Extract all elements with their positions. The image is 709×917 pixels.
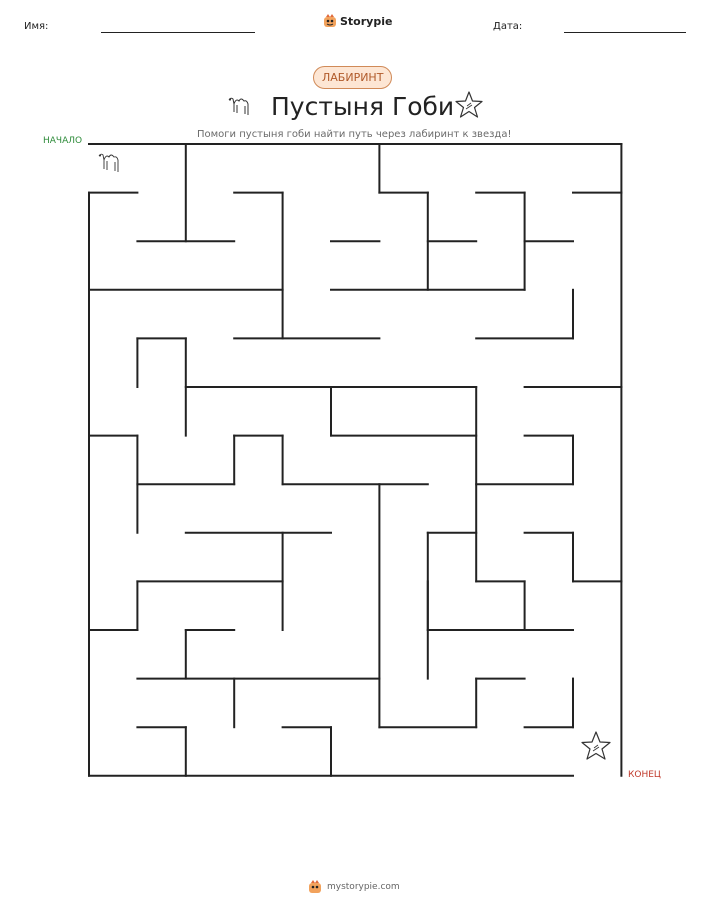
footer-site: mystorypie.com (327, 882, 400, 892)
footer: mystorypie.com (308, 880, 400, 894)
camel-icon (228, 97, 249, 115)
worksheet-type-badge: ЛАБИРИНТ (313, 66, 393, 89)
brand: Storypie (323, 14, 392, 28)
page-title: Пустыня Гоби (271, 92, 455, 121)
date-label: Дата: (493, 21, 523, 32)
maze-walls (88, 143, 623, 777)
star-icon (455, 91, 483, 118)
brand-name: Storypie (340, 14, 393, 28)
date-field[interactable] (564, 32, 686, 33)
name-field[interactable] (101, 32, 255, 33)
start-camel-icon (98, 153, 119, 172)
name-label: Имя: (24, 21, 49, 32)
end-label: КОНЕЦ (628, 770, 661, 780)
goal-star-icon (581, 731, 611, 760)
footer-logo-icon (309, 880, 321, 893)
storypie-logo-icon (324, 14, 336, 27)
start-label: НАЧАЛО (43, 136, 83, 146)
instructions: Помоги пустыня гоби найти путь через лаб… (197, 129, 512, 140)
